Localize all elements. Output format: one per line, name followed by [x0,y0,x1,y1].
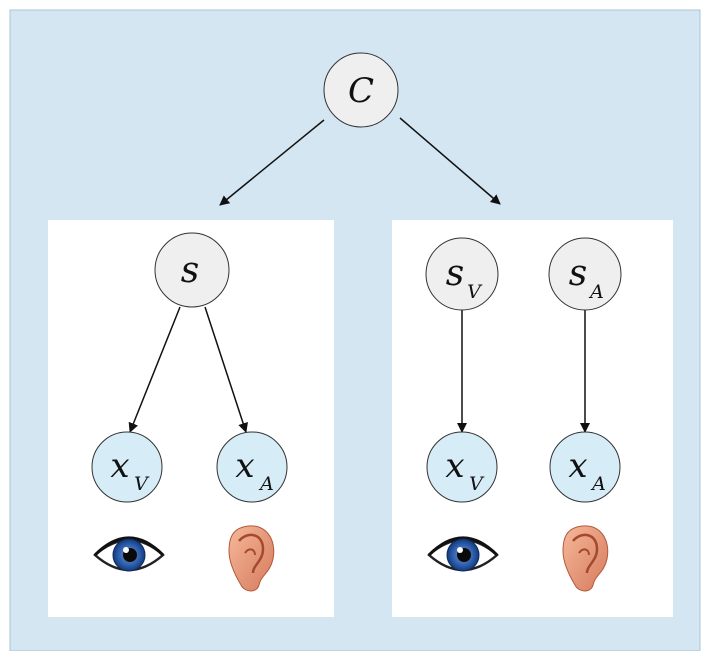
arrow-c-to-right [399,117,501,205]
left-visual-measurement-node: x V [91,431,163,503]
arrow-c-to-left [219,119,325,206]
svg-text:V: V [467,281,483,303]
svg-text:s: s [569,253,587,294]
left-source-node-label: s [181,250,199,291]
svg-text:s: s [446,253,464,294]
eye-icon [93,536,165,572]
cause-node-label: C [348,71,374,111]
right-auditory-measurement-node: x A [549,431,621,503]
right-visual-source-node: s V [425,237,499,311]
right-sv-sub: V [467,281,483,303]
svg-text:x: x [235,446,254,486]
left-xv-sub: V [134,473,150,495]
right-sa-sub: A [588,281,604,303]
right-xa-sub: A [590,473,606,495]
eye-icon [427,536,499,572]
right-sv-main: s [446,253,464,294]
svg-text:A: A [258,473,274,495]
left-xa-main: x [235,446,254,486]
left-xa-sub: A [258,473,274,495]
right-xv-sub: V [469,473,485,495]
arrow-s-to-xv [128,306,181,433]
cause-node: C [323,52,399,128]
ear-icon [562,525,609,592]
left-xv-main: x [110,446,129,486]
left-source-node: s [154,232,230,308]
svg-text:A: A [590,473,606,495]
svg-text:x: x [568,446,587,486]
svg-text:A: A [588,281,604,303]
right-auditory-source-node: s A [548,237,622,311]
ear-icon [228,525,275,592]
svg-text:C: C [348,71,374,111]
svg-text:V: V [469,473,485,495]
svg-text:x: x [110,446,129,486]
right-sa-main: s [569,253,587,294]
svg-text:x: x [445,446,464,486]
arrow-s-to-xa [204,306,248,433]
right-xv-main: x [445,446,464,486]
svg-text:V: V [134,473,150,495]
right-visual-measurement-node: x V [426,431,498,503]
left-auditory-measurement-node: x A [216,431,288,503]
svg-text:s: s [181,250,199,291]
right-xa-main: x [568,446,587,486]
